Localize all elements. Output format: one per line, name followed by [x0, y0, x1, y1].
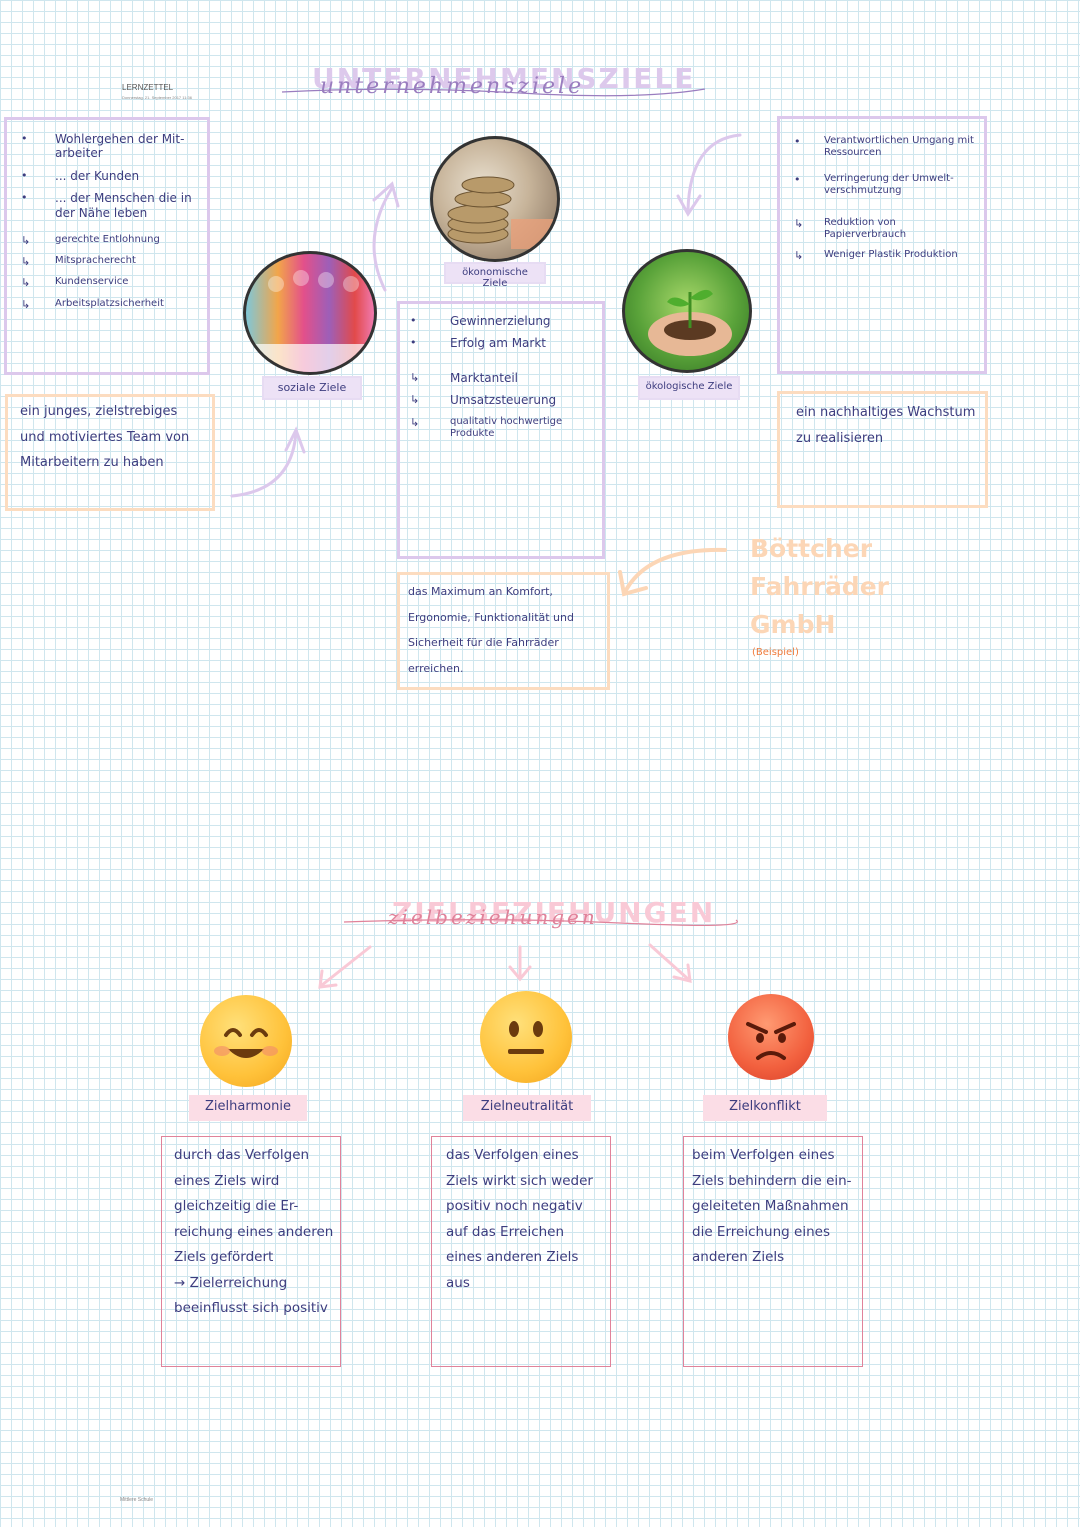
social-goal-example-box: ein junges, zielstrebiges und motivierte… [5, 394, 215, 511]
relation-arrows [318, 943, 692, 989]
angry-face-icon [728, 994, 814, 1080]
label-zielneutralitaet: Zielneutralität [463, 1095, 591, 1121]
company-name-line: GmbH [750, 610, 836, 639]
social-goal-example-text: ein junges, zielstrebiges und motivierte… [20, 404, 190, 470]
zielkonflikt-box: beim Verfolgen eines Ziels behindern die… [683, 1136, 863, 1367]
ecological-goal-example-text: ein nachhaltiges Wachstum zu realisieren [796, 405, 976, 446]
neutral-face-icon [480, 991, 572, 1083]
list-item: •Gewinnerzielung [410, 314, 551, 328]
coins-icon [447, 176, 557, 249]
economic-coins-image [430, 136, 560, 262]
list-item: ↳Reduktion von Papierverbrauch [794, 217, 907, 240]
title-underline [281, 88, 706, 97]
zielneutralitaet-box: das Verfolgen eines Ziels wirkt sich wed… [431, 1136, 611, 1367]
economic-goal-example-box: das Maximum an Komfort, Ergonomie, Funkt… [397, 572, 610, 690]
list-item: •Wohlergehen der Mit-arbeiter [21, 132, 185, 161]
arrow-box-to-social [230, 430, 298, 498]
arrow-company-to-economic-goal [624, 547, 727, 592]
label-economic-goals: ökonomische Ziele [444, 262, 546, 289]
economic-goal-example-text: das Maximum an Komfort, Ergonomie, Funkt… [408, 585, 574, 675]
page-footer: Mittlere Schule [120, 1497, 154, 1503]
label-zielharmonie: Zielharmonie [189, 1095, 307, 1121]
list-item: ↳Arbeitsplatzsicherheit [21, 297, 164, 311]
section-script-title-unternehmensziele: unternehmensziele [320, 74, 585, 99]
zielkonflikt-text: beim Verfolgen eines Ziels behindern die… [692, 1147, 852, 1265]
connector-arrows [230, 133, 742, 597]
title-underline [343, 919, 738, 926]
smiling-face-icon [200, 995, 292, 1087]
social-goals-list: •Wohlergehen der Mit-arbeiter •... der K… [21, 132, 201, 311]
list-item: •Verantwortlichen Umgang mit Ressourcen [794, 135, 974, 158]
list-item: ↳Mitspracherecht [21, 255, 136, 269]
page-header-date: Donnerstag, 21. September 2017 11:36 [122, 95, 192, 100]
social-goals-box: •Wohlergehen der Mit-arbeiter •... der K… [4, 117, 210, 375]
economic-goals-box: •Gewinnerzielung •Erfolg am Markt ↳Markt… [397, 301, 605, 559]
list-item: ↳qualitativ hochwertige Produkte [410, 415, 563, 439]
list-item: ↳Weniger Plastik Produktion [794, 249, 958, 262]
list-item: •Verringerung der Umwelt-verschmutzung [794, 173, 954, 196]
economic-goals-list: •Gewinnerzielung •Erfolg am Markt ↳Markt… [410, 314, 596, 440]
section-script-title-zielbeziehungen: zielbeziehungen [388, 905, 598, 929]
arrow-to-ecological [686, 133, 742, 212]
list-item: •... der Menschen die in der Nähe leben [21, 191, 192, 220]
ecological-goals-box: •Verantwortlichen Umgang mit Ressourcen … [777, 116, 987, 374]
company-name-line: Böttcher [750, 534, 873, 563]
list-item: ↳gerechte Entlohnung [21, 233, 160, 247]
list-item: •... der Kunden [21, 168, 140, 183]
social-people-image [243, 251, 377, 375]
arrow-social-to-economic [372, 186, 394, 292]
company-name-line: Fahrräder [750, 572, 889, 601]
plant-in-hands-icon [648, 289, 732, 356]
list-item: ↳Marktanteil [410, 370, 519, 385]
zielharmonie-box: durch das Verfolgen eines Ziels wird gle… [161, 1136, 341, 1367]
list-item: ↳Umsatzsteuerung [410, 393, 557, 408]
page-header-title: LERNZETTEL [122, 83, 174, 92]
zielharmonie-text: durch das Verfolgen eines Ziels wird gle… [174, 1147, 334, 1265]
ecological-goal-example-box: ein nachhaltiges Wachstum zu realisieren [777, 391, 988, 508]
company-example-note: (Beispiel) [752, 647, 799, 658]
list-item: •Erfolg am Markt [410, 336, 546, 351]
zielharmonie-arrow-text: → Zielerreichung beeinflusst sich positi… [174, 1274, 328, 1317]
ecological-plant-image [622, 249, 752, 373]
company-name: Böttcher Fahrräder GmbH [750, 530, 889, 644]
label-ecological-goals: ökologische Ziele [638, 376, 740, 400]
zielneutralitaet-text: das Verfolgen eines Ziels wirkt sich wed… [446, 1147, 593, 1291]
list-item: ↳Kundenservice [21, 276, 129, 290]
label-zielkonflikt: Zielkonflikt [703, 1095, 827, 1121]
ecological-goals-list: •Verantwortlichen Umgang mit Ressourcen … [794, 135, 980, 262]
section-title-zielbeziehungen: ZIELBEZIEHUNGEN [392, 896, 716, 929]
label-social-goals: soziale Ziele [262, 376, 362, 400]
